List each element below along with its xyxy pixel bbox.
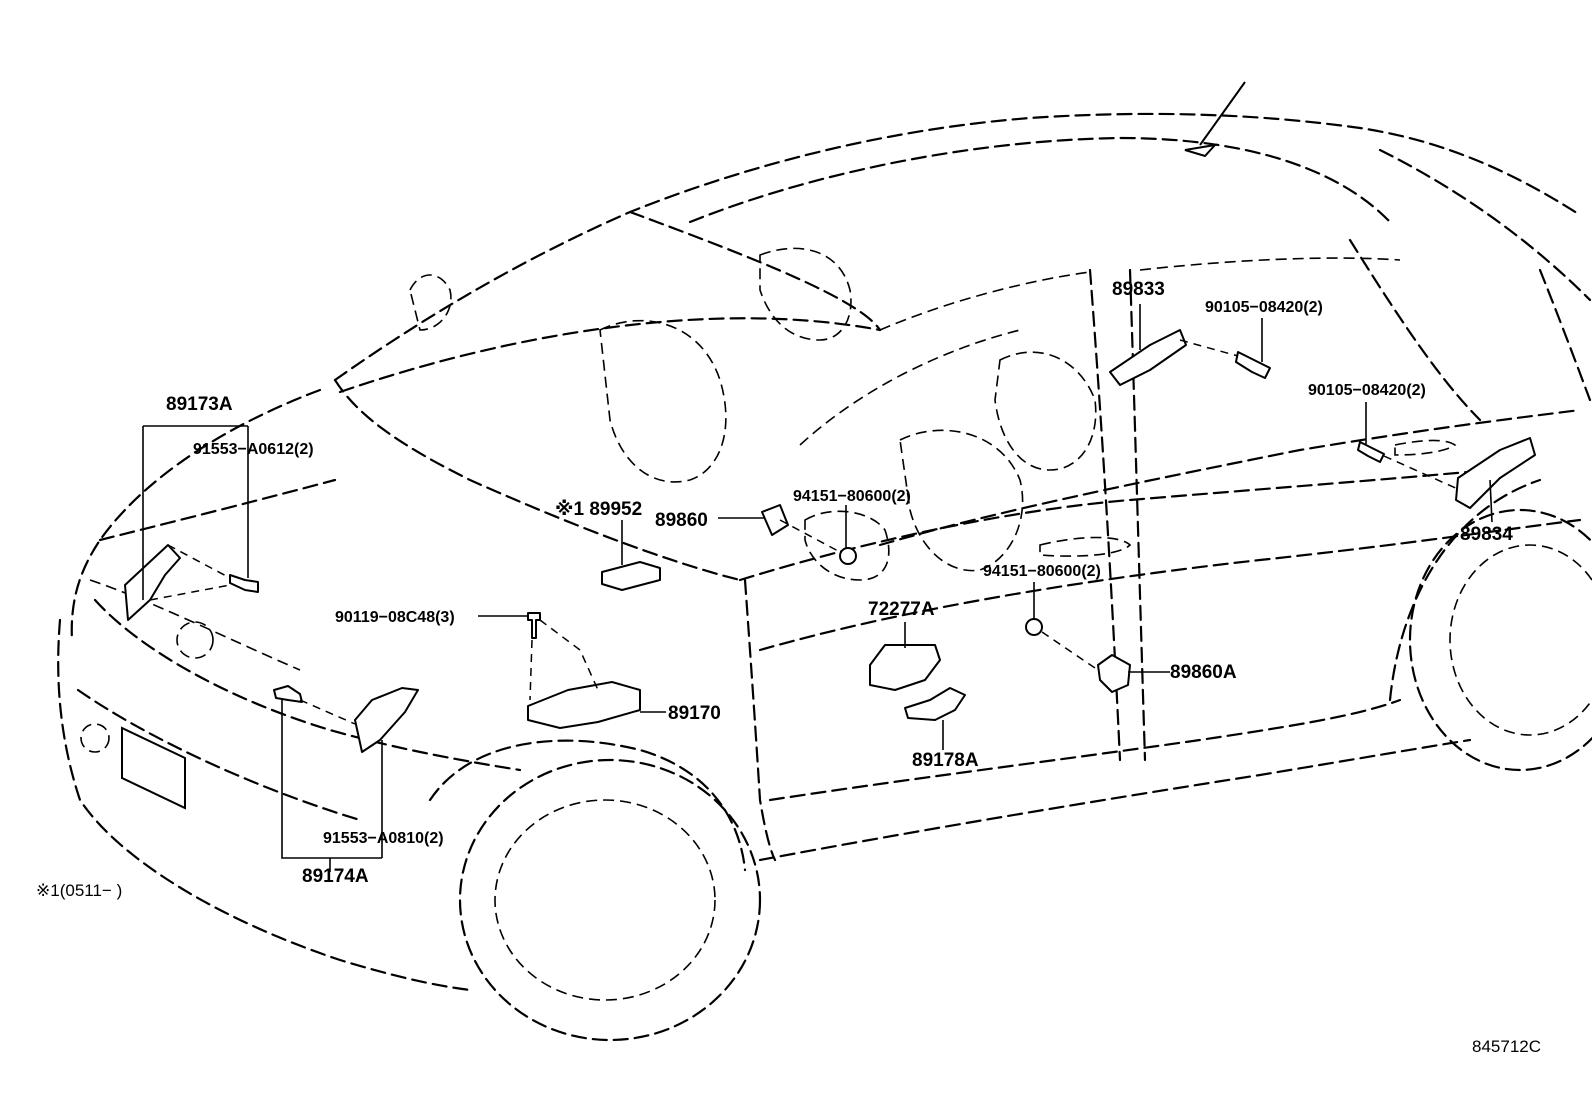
label-89173A: 89173A — [166, 394, 233, 415]
part-labels: 89173A 91553−A0612(2) ※1 89952 89860 941… — [36, 279, 1541, 1056]
front-airbag-sensor-left — [124, 544, 181, 621]
nut-94151-80600-rear — [1025, 618, 1043, 636]
label-89834: 89834 — [1460, 524, 1513, 545]
figure-code: 845712C — [1472, 1037, 1541, 1056]
install-leaders — [149, 339, 1461, 725]
vehicle-outline — [57, 81, 1592, 1042]
label-89178A: 89178A — [912, 750, 979, 771]
bolt-90105-08420-lower — [1357, 441, 1385, 463]
bolt-90119-08c48 — [527, 612, 541, 639]
seat-position-sensor-89178A — [904, 687, 966, 721]
bolt-90105-08420-upper — [1235, 351, 1271, 379]
label-94151-80600-front: 94151−80600(2) — [793, 488, 911, 505]
label-89860A: 89860A — [1170, 662, 1237, 683]
label-89833: 89833 — [1112, 279, 1165, 300]
bracket-72277A — [869, 644, 941, 691]
nut-94151-80600-front — [839, 547, 857, 565]
label-89174A: 89174A — [302, 866, 369, 887]
sensor-89952 — [601, 561, 661, 591]
curtain-airbag-sensor-89833 — [1109, 329, 1187, 386]
label-89860: 89860 — [655, 510, 708, 531]
label-89952: ※1 89952 — [555, 499, 642, 520]
curtain-airbag-sensor-89834 — [1455, 437, 1536, 509]
label-94151-80600-rear: 94151−80600(2) — [983, 563, 1101, 580]
parts — [124, 329, 1536, 753]
label-90105-08420-lower: 90105−08420(2) — [1308, 382, 1426, 399]
footnote: ※1(0511− ) — [36, 881, 122, 900]
side-airbag-sensor-front — [761, 504, 789, 536]
front-airbag-sensor-right — [354, 687, 419, 753]
bolt-91553-a0612 — [229, 574, 259, 593]
label-89170: 89170 — [668, 703, 721, 724]
label-leaders — [142, 304, 1493, 872]
bolt-91553-a0810 — [273, 685, 303, 703]
label-90105-08420-upper: 90105−08420(2) — [1205, 299, 1323, 316]
label-91553-A0810: 91553−A0810(2) — [323, 830, 444, 847]
label-91553-A0612: 91553−A0612(2) — [193, 441, 314, 458]
label-90119-08C48: 90119−08C48(3) — [335, 609, 455, 626]
airbag-ecu-89170 — [527, 681, 641, 729]
label-72277A: 72277A — [868, 599, 935, 620]
side-airbag-sensor-rear — [1097, 654, 1131, 693]
